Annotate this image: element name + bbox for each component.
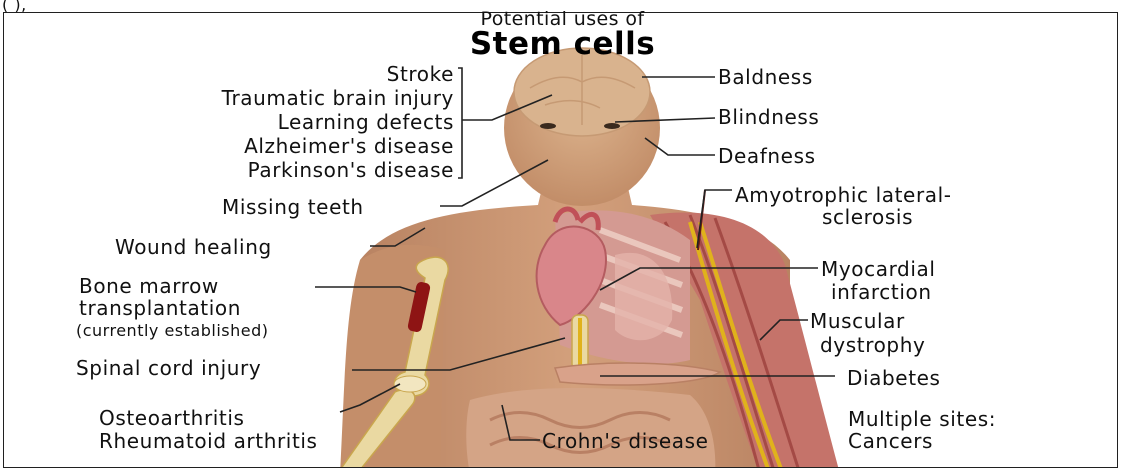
label-baldness: Baldness [718,66,813,88]
label-infarction: infarction [831,281,932,303]
label-muscular: Muscular [810,310,905,332]
label-amyotrophic-lateral: Amyotrophic lateral- [735,184,952,206]
title-line-2: Stem cells [0,27,1125,61]
label-sclerosis: sclerosis [822,206,913,228]
label-currently-established: (currently established) [76,320,268,342]
label-stroke: Stroke [387,63,454,85]
label-missing-teeth: Missing teeth [222,196,364,218]
label-cancers: Cancers [848,430,933,452]
label-transplantation: transplantation [79,297,241,319]
label-wound-healing: Wound healing [115,236,272,258]
label-traumatic-brain-injury: Traumatic brain injury [222,87,454,109]
label-parkinsons: Parkinson's disease [248,159,454,181]
label-alzheimers: Alzheimer's disease [244,135,454,157]
left-eye [540,123,556,129]
label-crohns-disease: Crohn's disease [542,430,709,452]
label-bone-marrow: Bone marrow [79,275,219,297]
label-dystrophy: dystrophy [820,334,925,356]
label-rheumatoid-arthritis: Rheumatoid arthritis [99,430,318,452]
label-learning-defects: Learning defects [278,111,454,133]
label-diabetes: Diabetes [847,367,941,389]
label-spinal-cord-injury: Spinal cord injury [76,357,261,379]
label-blindness: Blindness [718,106,819,128]
label-myocardial: Myocardial [821,258,936,280]
label-multiple-sites: Multiple sites: [848,408,996,430]
right-eye [604,123,620,129]
label-osteoarthritis: Osteoarthritis [99,407,245,429]
label-deafness: Deafness [718,145,816,167]
